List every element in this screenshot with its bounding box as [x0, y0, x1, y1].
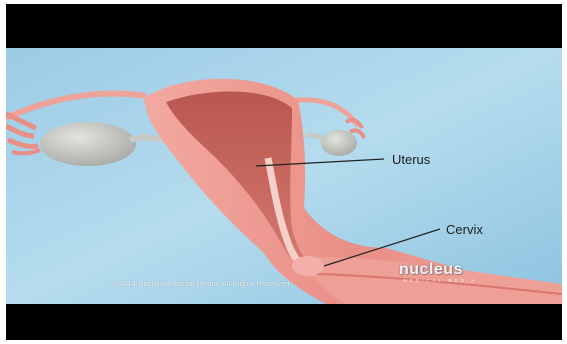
- ovary-right: [321, 130, 357, 156]
- anatomy-scene: Uterus Cervix © 2014 Nucleus Medical Med…: [6, 48, 562, 304]
- logo-tagline: MEDICAL MEDIA: [403, 278, 479, 284]
- letterbox-bottom: [6, 304, 562, 340]
- nucleus-logo: nucleus MEDICAL MEDIA: [399, 262, 479, 284]
- video-player[interactable]: Uterus Cervix © 2014 Nucleus Medical Med…: [6, 4, 562, 340]
- copyright-watermark: © 2014 Nucleus Medical Media. All Rights…: [111, 279, 289, 288]
- ovarian-ligament-left: [130, 138, 164, 140]
- cervix-shape: [292, 256, 324, 276]
- label-cervix: Cervix: [446, 222, 483, 237]
- ovary-left: [40, 122, 136, 166]
- logo-wordmark: nucleus: [399, 262, 479, 278]
- label-uterus: Uterus: [392, 152, 430, 167]
- letterbox-top: [6, 4, 562, 48]
